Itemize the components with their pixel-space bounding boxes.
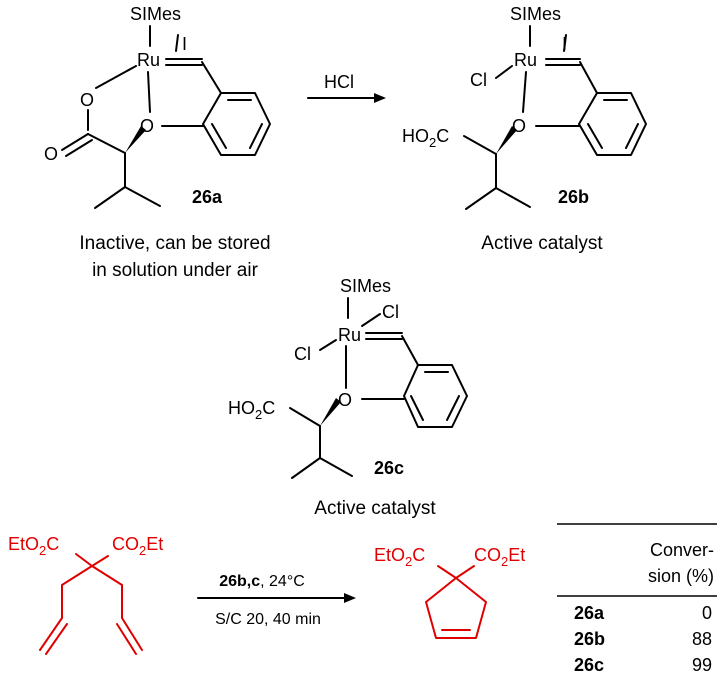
caption-26b: Active catalyst <box>481 233 603 254</box>
bond <box>147 71 151 113</box>
table-row-conversion: 99 <box>692 655 712 675</box>
compound-26c: SIMes Ru Cl Cl O HO2C 26c Active catalys… <box>228 276 468 519</box>
simes-label-a: SIMes <box>130 4 181 24</box>
conditions-line1: 26b,c, 24°C <box>219 573 305 590</box>
bond <box>319 339 337 351</box>
ester-label-left: EtO2C <box>8 534 59 558</box>
bond <box>45 623 68 655</box>
arrow-head <box>374 93 386 103</box>
compound-26a: SIMes Ru I O O O 26a Inactive, can be st… <box>44 4 271 281</box>
wedge-bond <box>125 126 146 153</box>
table-header-line1: Conver- <box>650 540 714 560</box>
bond <box>361 313 381 327</box>
product-ester-right: CO2Et <box>474 545 525 569</box>
bond <box>75 553 93 567</box>
bond <box>563 34 567 52</box>
carboxyl-label-b: HO2C <box>402 126 449 150</box>
bond <box>39 617 63 651</box>
conversion-table: Conver- sion (%) 26a 0 26b 88 26c 99 <box>557 523 717 675</box>
table-row-catalyst: 26c <box>574 655 604 675</box>
cyclopentene-ring <box>425 577 487 639</box>
bond <box>437 565 457 579</box>
compound-26b: SIMes Ru I Cl O HO2C 26b Active catalyst <box>402 4 647 254</box>
bond <box>175 34 179 52</box>
benzene-ring <box>578 92 647 156</box>
simes-label-c: SIMes <box>340 276 391 296</box>
bond <box>463 135 497 155</box>
compound-label-26c: 26c <box>374 458 404 478</box>
bond <box>289 407 321 427</box>
iodine-label-a: I <box>182 34 187 54</box>
table-row-catalyst: 26b <box>574 629 605 649</box>
wedge-bond <box>496 126 517 154</box>
benzene-ring <box>403 364 468 428</box>
bond <box>87 133 126 154</box>
caption-26c: Active catalyst <box>314 498 436 519</box>
bond <box>587 123 603 149</box>
bond <box>95 65 137 89</box>
bond <box>116 623 137 655</box>
product-ester-left: EtO2C <box>374 545 425 569</box>
bond <box>94 186 126 209</box>
bond <box>625 123 639 149</box>
table-header-line2: sion (%) <box>648 566 714 586</box>
bond <box>211 123 227 149</box>
ru-label-a: Ru <box>137 50 160 70</box>
bond <box>455 565 475 579</box>
bond <box>410 395 424 421</box>
bond <box>249 123 263 149</box>
chlorine-label-b: Cl <box>470 70 487 90</box>
bond <box>61 133 89 151</box>
reaction-arrow-hcl: HCl <box>307 72 386 103</box>
ru-label-b: Ru <box>514 50 537 70</box>
bond <box>465 187 497 210</box>
simes-label-b: SIMes <box>510 4 561 24</box>
product-cyclopentene: EtO2C CO2Et <box>374 545 525 639</box>
reaction-arrow-rcm: 26b,c, 24°C S/C 20, 40 min <box>197 573 356 628</box>
carboxyl-label-c: HO2C <box>228 398 275 422</box>
ru-label-c: Ru <box>338 325 361 345</box>
chlorine-label-c2: Cl <box>294 344 311 364</box>
table-row-catalyst: 26a <box>574 603 605 623</box>
compound-label-26a: 26a <box>192 187 223 207</box>
oxygen-label-a1: O <box>80 90 94 110</box>
bond <box>401 335 419 366</box>
bond <box>291 457 321 479</box>
bond <box>495 187 531 208</box>
bond <box>121 617 143 651</box>
bond <box>495 65 513 79</box>
bond <box>124 186 161 207</box>
bond <box>522 71 527 113</box>
wedge-bond <box>320 398 341 426</box>
bond <box>446 395 460 421</box>
bond <box>579 61 598 94</box>
iodine-label-b: I <box>562 34 567 54</box>
bond <box>91 565 123 586</box>
table-row-conversion: 0 <box>702 603 712 623</box>
bond <box>319 457 353 477</box>
substrate-diethyl-diallylmalonate: EtO2C CO2Et <box>8 534 163 655</box>
caption-26a-line1: Inactive, can be stored <box>79 233 270 254</box>
bond <box>65 139 93 157</box>
arrow-head <box>344 593 356 603</box>
oxygen-label-a3: O <box>44 144 58 164</box>
chlorine-label-c1: Cl <box>382 302 399 322</box>
conditions-line2: S/C 20, 40 min <box>215 611 321 628</box>
caption-26a-line2: in solution under air <box>92 260 258 281</box>
reagent-hcl: HCl <box>324 72 354 92</box>
bond <box>201 61 222 94</box>
bond <box>61 565 93 586</box>
benzene-ring <box>202 92 271 156</box>
compound-label-26b: 26b <box>558 187 589 207</box>
bond <box>91 555 109 567</box>
ester-label-right: CO2Et <box>112 534 163 558</box>
table-row-conversion: 88 <box>692 629 712 649</box>
oxygen-label-c: O <box>338 390 352 410</box>
